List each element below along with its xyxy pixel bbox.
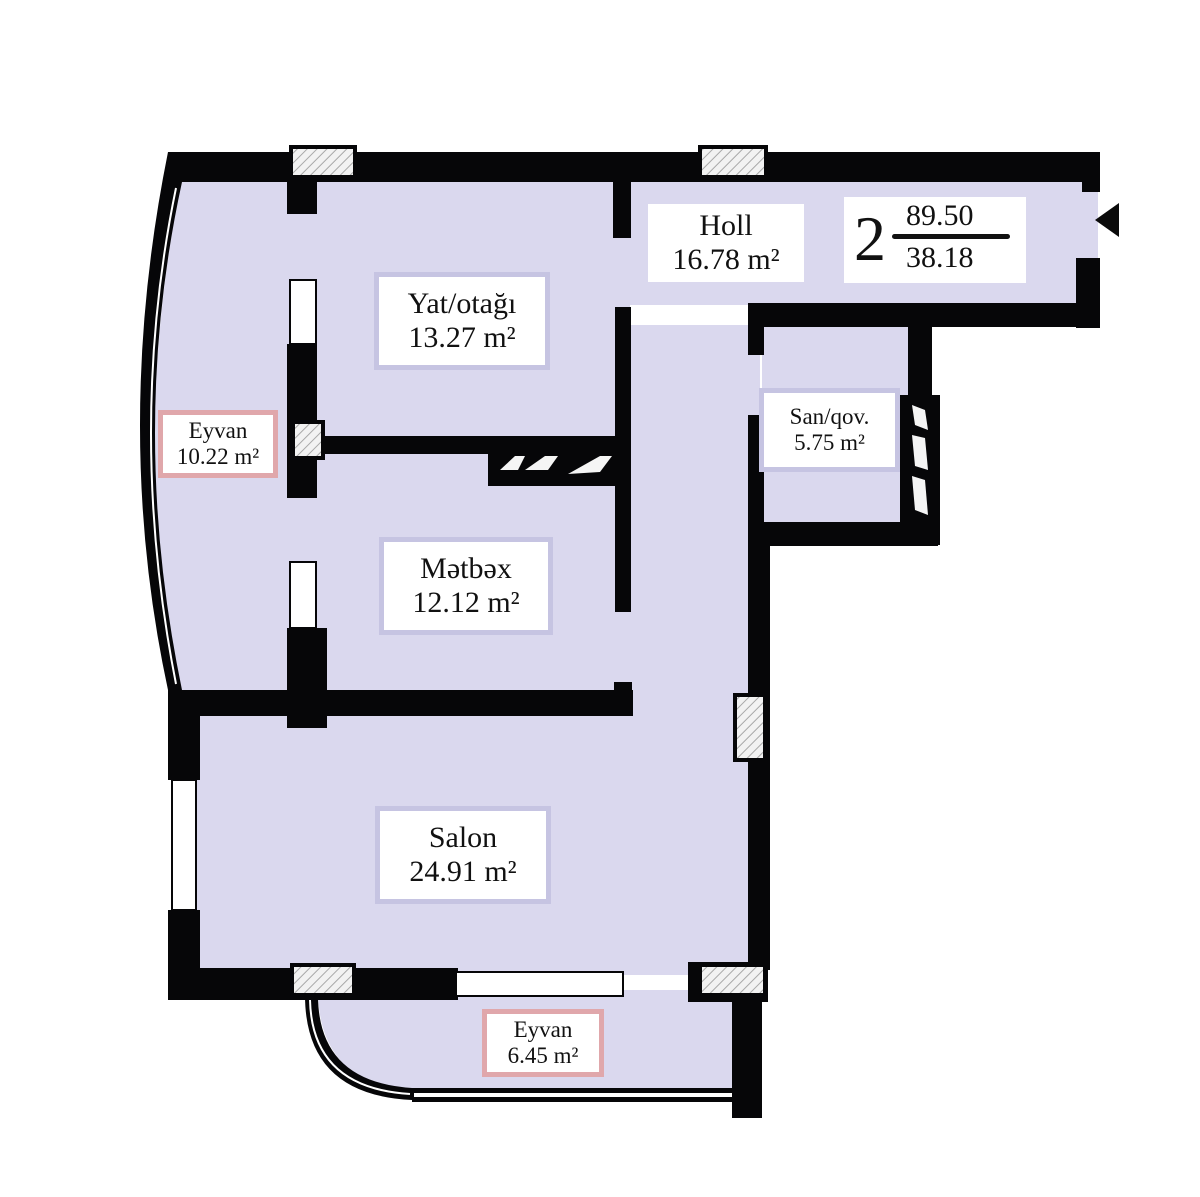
columns bbox=[289, 145, 768, 997]
windows bbox=[171, 279, 732, 1097]
room-name: Salon bbox=[428, 821, 498, 855]
room-area: 6.45 m² bbox=[507, 1043, 579, 1068]
room-label-eyvan-south: Eyvan 6.45 m² bbox=[482, 1009, 604, 1077]
room-area: 12.12 m² bbox=[412, 586, 520, 619]
fraction-bar bbox=[892, 234, 1010, 239]
room-area: 16.78 m² bbox=[672, 243, 780, 276]
room-name: Mətbəx bbox=[420, 552, 512, 586]
room-name: Holl bbox=[699, 209, 753, 243]
room-count: 2 bbox=[854, 203, 886, 274]
room-label-san-qov: San/qov. 5.75 m² bbox=[759, 388, 900, 472]
room-area: 24.91 m² bbox=[409, 855, 517, 888]
room-name: Eyvan bbox=[513, 1017, 573, 1043]
room-label-salon: Salon 24.91 m² bbox=[375, 806, 551, 904]
living-area: 38.18 bbox=[906, 241, 974, 274]
room-label-metbex: Mətbəx 12.12 m² bbox=[379, 537, 553, 635]
room-label-yataq-otagi: Yat/otağı 13.27 m² bbox=[374, 272, 550, 370]
room-label-holl: Holl 16.78 m² bbox=[648, 204, 804, 282]
room-name: Yat/otağı bbox=[407, 287, 517, 321]
vent-shafts bbox=[500, 405, 928, 515]
total-area: 89.50 bbox=[906, 199, 974, 232]
room-label-eyvan-west: Eyvan 10.22 m² bbox=[158, 410, 278, 478]
apartment-summary: 2 89.50 38.18 bbox=[844, 197, 1026, 283]
room-name: San/qov. bbox=[789, 404, 870, 430]
room-area: 5.75 m² bbox=[794, 430, 865, 455]
room-area: 13.27 m² bbox=[408, 321, 516, 354]
room-area: 10.22 m² bbox=[176, 444, 260, 469]
entrance-arrow-icon bbox=[1095, 203, 1119, 237]
room-name: Eyvan bbox=[188, 418, 248, 444]
